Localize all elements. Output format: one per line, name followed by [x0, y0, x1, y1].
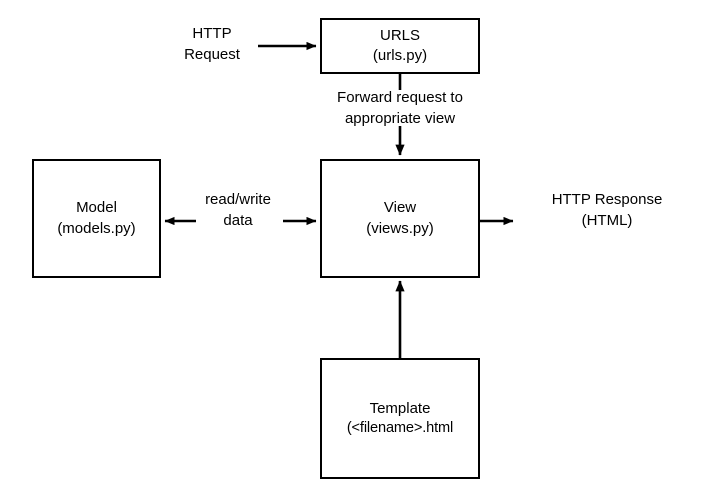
node-template-file: (<filename>.html [346, 419, 454, 436]
node-urls-file: (urls.py) [372, 47, 428, 64]
label-http-request: HTTP Request [152, 24, 272, 65]
label-read-write-line1: read/write [205, 191, 271, 208]
node-model-title: Model [76, 199, 117, 217]
node-view-title: View [383, 199, 417, 217]
label-forward-line2: appropriate view [344, 109, 456, 127]
node-urls-title: URLS [379, 26, 420, 44]
node-model-file: (models.py) [57, 219, 136, 237]
node-view-file: (views.py) [366, 219, 434, 237]
label-forward-line1: Forward request to [337, 89, 463, 106]
label-forward-request: Forward request to appropriate view [310, 88, 490, 129]
label-http-response: HTTP Response (HTML) [522, 190, 692, 231]
node-template[interactable]: Template (<filename>.html [320, 358, 480, 479]
node-view[interactable]: View (views.py) [320, 159, 480, 278]
node-urls[interactable]: URLS (urls.py) [320, 18, 480, 74]
node-template-title: Template [369, 399, 431, 417]
label-http-request-line1: HTTP [192, 25, 232, 42]
label-http-request-line2: Request [184, 45, 240, 63]
label-http-response-line1: HTTP Response [551, 191, 663, 208]
label-http-response-line2: (HTML) [581, 211, 633, 229]
node-model[interactable]: Model (models.py) [32, 159, 161, 278]
label-read-write-line2: data [223, 211, 253, 229]
label-read-write-data: read/write data [192, 190, 284, 231]
